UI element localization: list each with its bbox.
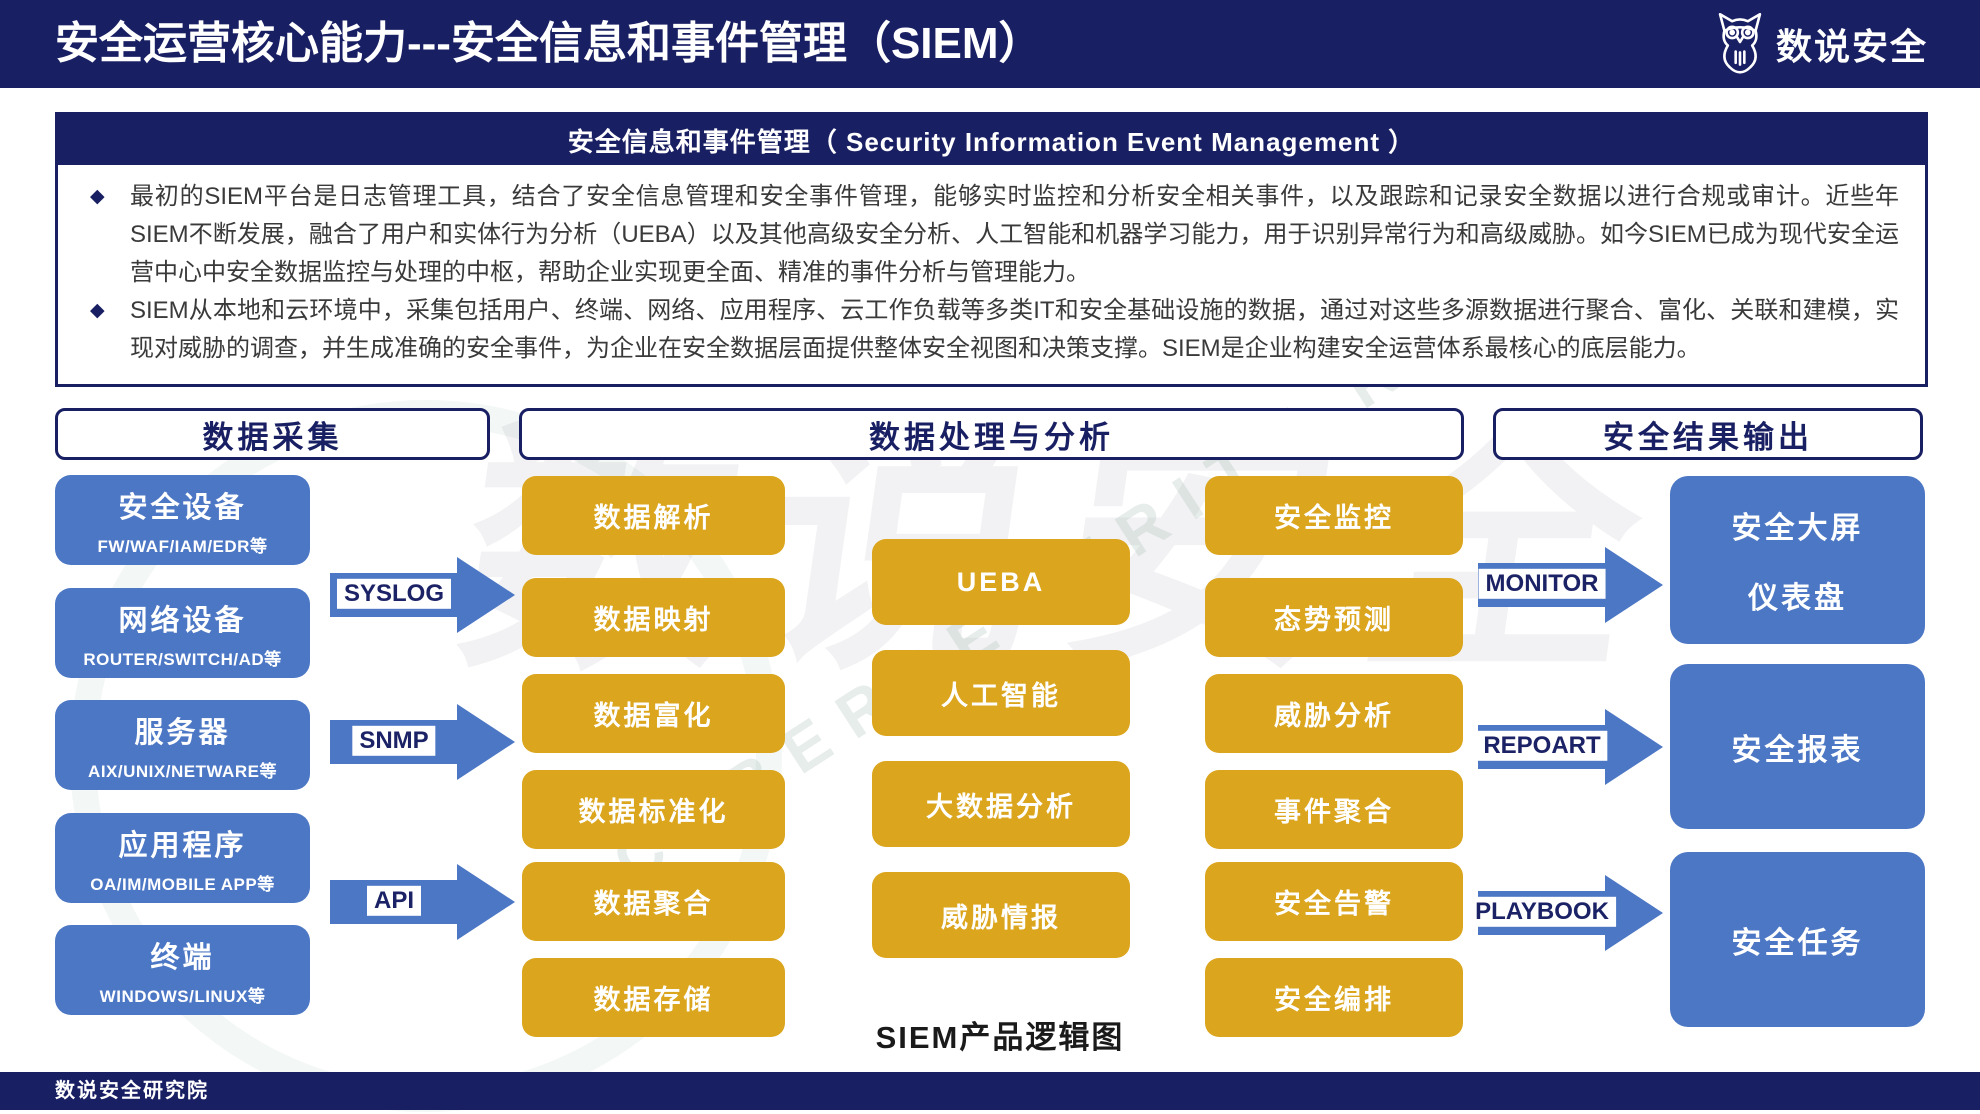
- source-box-security-devices: 安全设备 FW/WAF/IAM/EDR等: [55, 475, 310, 565]
- output-box-reports: 安全报表: [1670, 664, 1925, 829]
- arrow-snmp: SNMP: [330, 704, 515, 780]
- output-line: 安全报表: [1731, 733, 1864, 767]
- diamond-bullet-icon: ◆: [90, 186, 105, 207]
- header-data-processing: 数据处理与分析: [519, 408, 1464, 460]
- arrow-playbook: PLAYBOOK: [1468, 875, 1663, 951]
- source-box-endpoints: 终端 WINDOWS/LINUX等: [55, 925, 310, 1015]
- arrow-monitor: MONITOR: [1478, 547, 1663, 623]
- arrow-label: PLAYBOOK: [1468, 896, 1616, 927]
- function-box-threat-analysis: 威胁分析: [1205, 674, 1463, 753]
- brand-name: 数说安全: [1775, 26, 1928, 67]
- arrow-label: SYSLOG: [336, 578, 452, 609]
- box-subtitle: FW/WAF/IAM/EDR等: [97, 536, 268, 556]
- output-box-tasks: 安全任务: [1670, 852, 1925, 1027]
- function-box-event-aggregation: 事件聚合: [1205, 770, 1463, 849]
- analysis-box-bigdata: 大数据分析: [872, 761, 1130, 847]
- source-box-applications: 应用程序 OA/IM/MOBILE APP等: [55, 813, 310, 903]
- arrow-label: MONITOR: [1478, 568, 1606, 599]
- analysis-box-ueba: UEBA: [872, 539, 1130, 625]
- box-subtitle: WINDOWS/LINUX等: [99, 986, 266, 1006]
- arrow-label: API: [366, 885, 422, 916]
- box-subtitle: OA/IM/MOBILE APP等: [90, 874, 275, 894]
- arrow-head: [457, 864, 515, 940]
- box-subtitle: ROUTER/SWITCH/AD等: [83, 649, 282, 669]
- intro-box: 安全信息和事件管理（ Security Information Event Ma…: [55, 112, 1928, 387]
- output-line: 安全任务: [1731, 926, 1864, 960]
- process-box-map: 数据映射: [522, 578, 785, 657]
- box-title: 终端: [150, 941, 215, 974]
- box-title: 安全设备: [118, 491, 247, 524]
- owl-logo-icon: [1714, 9, 1766, 80]
- output-line: 安全大屏: [1731, 511, 1864, 545]
- process-box-enrich: 数据富化: [522, 674, 785, 753]
- brand-logo: 数说安全: [1714, 0, 1928, 88]
- arrow-head: [457, 704, 515, 780]
- arrow-label: SNMP: [352, 725, 436, 756]
- function-box-monitoring: 安全监控: [1205, 476, 1463, 555]
- arrow-api: API: [330, 864, 515, 940]
- box-title: 应用程序: [118, 829, 247, 862]
- process-box-store: 数据存储: [522, 958, 785, 1037]
- function-box-situation-forecast: 态势预测: [1205, 578, 1463, 657]
- process-box-normalize: 数据标准化: [522, 770, 785, 849]
- source-box-network-devices: 网络设备 ROUTER/SWITCH/AD等: [55, 588, 310, 678]
- intro-bullet-2-text: SIEM从本地和云环境中，采集包括用户、终端、网络、应用程序、云工作负载等多类I…: [130, 297, 1899, 362]
- process-box-parse: 数据解析: [522, 476, 785, 555]
- arrow-label: REPOART: [1476, 730, 1608, 761]
- box-title: 服务器: [134, 716, 231, 749]
- box-subtitle: AIX/UNIX/NETWARE等: [88, 761, 277, 781]
- intro-banner: 安全信息和事件管理（ Security Information Event Ma…: [58, 115, 1925, 165]
- analysis-box-threat-intel: 威胁情报: [872, 872, 1130, 958]
- arrow-head: [1605, 547, 1663, 623]
- output-line: 仪表盘: [1748, 582, 1847, 616]
- arrow-head: [457, 557, 515, 633]
- diamond-bullet-icon: ◆: [90, 300, 105, 321]
- analysis-box-ai: 人工智能: [872, 650, 1130, 736]
- top-header-bar: 安全运营核心能力---安全信息和事件管理（SIEM）: [0, 0, 1980, 88]
- intro-bullet-1-text: 最初的SIEM平台是日志管理工具，结合了安全信息管理和安全事件管理，能够实时监控…: [130, 183, 1899, 286]
- intro-body: ◆ 最初的SIEM平台是日志管理工具，结合了安全信息管理和安全事件管理，能够实时…: [58, 165, 1925, 384]
- header-security-output: 安全结果输出: [1493, 408, 1923, 460]
- output-box-dashboard: 安全大屏 仪表盘: [1670, 476, 1925, 644]
- function-box-alerting: 安全告警: [1205, 862, 1463, 941]
- source-box-servers: 服务器 AIX/UNIX/NETWARE等: [55, 700, 310, 790]
- box-title: 网络设备: [118, 604, 247, 637]
- arrow-syslog: SYSLOG: [330, 557, 515, 633]
- intro-bullet-1: ◆ 最初的SIEM平台是日志管理工具，结合了安全信息管理和安全事件管理，能够实时…: [84, 178, 1899, 292]
- intro-bullet-2: ◆ SIEM从本地和云环境中，采集包括用户、终端、网络、应用程序、云工作负载等多…: [84, 292, 1899, 368]
- function-box-orchestration: 安全编排: [1205, 958, 1463, 1037]
- diagram-caption: SIEM产品逻辑图: [875, 1020, 1125, 1055]
- header-data-collection: 数据采集: [55, 408, 490, 460]
- footer-bar: 数说安全研究院: [0, 1072, 1980, 1110]
- footer-text: 数说安全研究院: [55, 1080, 209, 1102]
- page-title: 安全运营核心能力---安全信息和事件管理（SIEM）: [55, 19, 1043, 68]
- arrow-head: [1605, 709, 1663, 785]
- process-box-aggregate: 数据聚合: [522, 862, 785, 941]
- arrow-repoart: REPOART: [1476, 709, 1663, 785]
